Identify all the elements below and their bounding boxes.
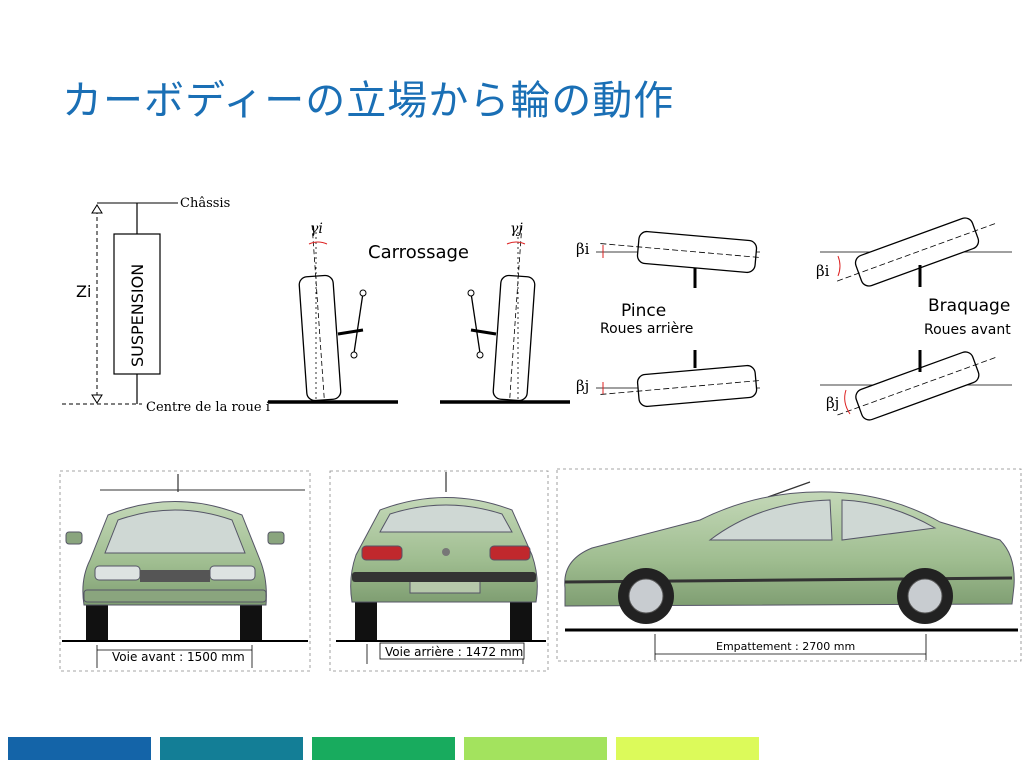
- footer-bar-4: [464, 737, 607, 760]
- toe-beta-j-label: βj: [576, 377, 589, 395]
- toe-beta-i-label: βi: [576, 240, 590, 258]
- steer-label: Braquage: [928, 296, 1010, 316]
- car-side-view: [564, 481, 1015, 624]
- car-frames: [59, 468, 1022, 672]
- footer-bar-2: [160, 737, 303, 760]
- gamma-i-label: γi: [310, 221, 323, 237]
- zi-label: Zi: [76, 282, 91, 301]
- front-track-label: Voie avant : 1500 mm: [112, 650, 245, 664]
- steer-beta-i-label: βi: [816, 262, 830, 280]
- suspension-diagram: [62, 202, 178, 405]
- steer-sublabel: Roues avant: [924, 322, 1011, 338]
- wheelbase-label: Empattement : 2700 mm: [716, 640, 855, 653]
- toe-diagram: [596, 230, 762, 408]
- car-rear-view: [350, 472, 538, 640]
- toe-label: Pince: [621, 301, 666, 321]
- rear-track-label: Voie arrière : 1472 mm: [385, 645, 523, 659]
- car-front-view: [65, 474, 305, 640]
- toe-sublabel: Roues arrière: [600, 321, 693, 337]
- page-title: カーボディーの立場から輪の動作: [62, 78, 675, 124]
- wheel-center-label: Centre de la roue i: [146, 400, 270, 415]
- footer-bar-5: [616, 737, 759, 760]
- camber-diagram: [268, 225, 570, 404]
- camber-label: Carrossage: [368, 242, 469, 263]
- footer-bar-3: [312, 737, 455, 760]
- steer-diagram: [820, 217, 1012, 421]
- gamma-j-label: γj: [510, 221, 523, 237]
- suspension-label: SUSPENSION: [128, 264, 147, 367]
- steer-beta-j-label: βj: [826, 394, 839, 412]
- footer-bar-1: [8, 737, 151, 760]
- chassis-label: Châssis: [180, 196, 230, 211]
